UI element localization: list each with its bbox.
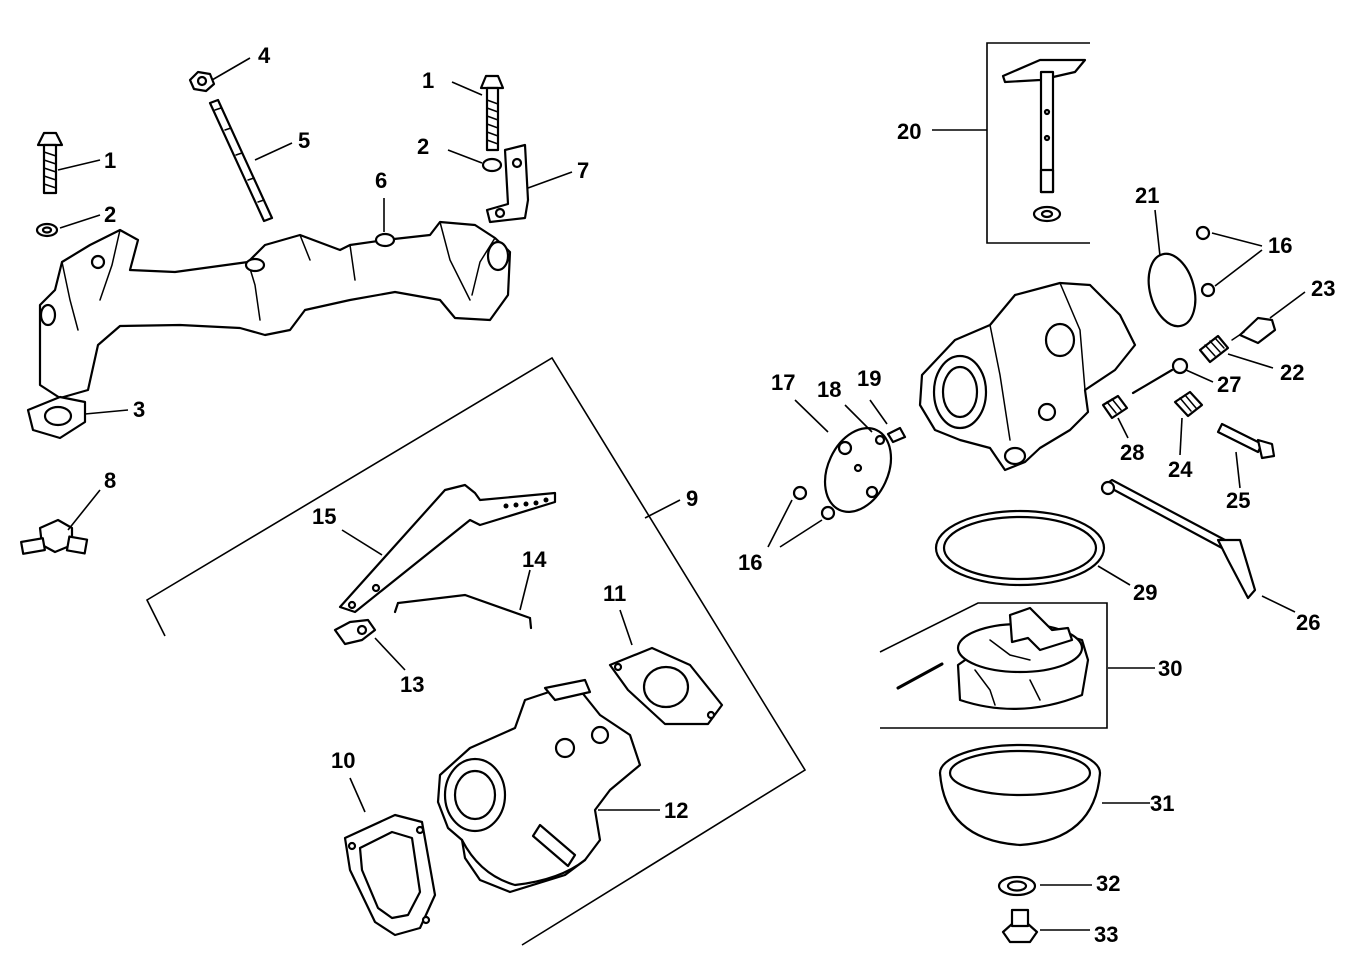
- callout-1-left: 1: [104, 148, 116, 173]
- stud-part-5: [208, 98, 274, 223]
- screw-part-16-upper-b: [1200, 282, 1216, 298]
- gasket-part-3: [26, 395, 87, 440]
- callout-22: 22: [1280, 360, 1304, 385]
- group-frame-20: [986, 42, 1090, 244]
- callout-4: 4: [258, 43, 271, 68]
- callout-20: 20: [897, 119, 921, 144]
- callout-6: 6: [375, 168, 387, 193]
- callout-23: 23: [1311, 276, 1335, 301]
- spring-part-19: [886, 426, 907, 444]
- bolt-part-1-left: [36, 131, 64, 195]
- spring-part-22: [1198, 334, 1230, 364]
- spring-part-24: [1173, 390, 1204, 418]
- elbow-fitting-part-8: [20, 518, 89, 555]
- clip-part-13: [333, 618, 377, 646]
- callout-2-right: 2: [417, 134, 429, 159]
- callout-32: 32: [1096, 871, 1120, 896]
- group-frame-9: [145, 356, 807, 946]
- callout-12: 12: [664, 798, 688, 823]
- intake-manifold: [38, 220, 512, 400]
- gasket-part-17: [823, 427, 893, 513]
- callout-29: 29: [1133, 580, 1157, 605]
- throttle-lever-part-15: [338, 483, 557, 614]
- callout-labels: 1 2 3 4 5 6 1 2 7 8 9 11 12 13 14 15 10 …: [104, 43, 1335, 947]
- callout-7: 7: [577, 158, 589, 183]
- callout-9: 9: [686, 486, 698, 511]
- callout-8: 8: [104, 468, 116, 493]
- bolt-part-1-right: [479, 74, 505, 152]
- callout-15: 15: [312, 504, 336, 529]
- washer-part-32: [997, 875, 1037, 897]
- carburetor-assembly-part-12: [436, 678, 642, 894]
- callout-26: 26: [1296, 610, 1320, 635]
- screw-part-16-lower-b: [820, 505, 836, 521]
- spring-part-28: [1101, 394, 1129, 420]
- callout-3: 3: [133, 397, 145, 422]
- callout-16-upper: 16: [1268, 233, 1292, 258]
- screw-part-25: [1216, 422, 1276, 460]
- callout-5: 5: [298, 128, 310, 153]
- float-part-30: [896, 606, 1090, 710]
- screw-part-16-upper-a: [1195, 225, 1211, 241]
- callout-2-left: 2: [104, 202, 116, 227]
- carburetor-body: [918, 281, 1137, 472]
- callout-16-lower: 16: [738, 550, 762, 575]
- nut-part-4: [188, 70, 216, 93]
- o-ring-part-29: [934, 509, 1106, 587]
- callout-17: 17: [771, 370, 795, 395]
- callout-14: 14: [522, 547, 547, 572]
- callout-33: 33: [1094, 922, 1118, 947]
- callout-13: 13: [400, 672, 424, 697]
- callout-19: 19: [857, 366, 881, 391]
- needle-part-27: [1131, 357, 1189, 395]
- bracket-part-7: [485, 143, 530, 224]
- float-bowl-part-31: [938, 743, 1102, 847]
- screw-part-16-lower-a: [792, 485, 808, 501]
- callout-30: 30: [1158, 656, 1182, 681]
- callout-21: 21: [1135, 183, 1159, 208]
- screw-part-23: [1231, 316, 1277, 345]
- callout-11: 11: [603, 581, 626, 606]
- callout-28: 28: [1120, 440, 1144, 465]
- choke-shaft-part-20: [1001, 58, 1087, 223]
- link-rod-part-14: [393, 593, 533, 630]
- throttle-shaft-part-26: [1100, 478, 1257, 600]
- callout-27: 27: [1217, 372, 1241, 397]
- callout-31: 31: [1150, 791, 1174, 816]
- callout-25: 25: [1226, 488, 1250, 513]
- ball-part-18: [874, 434, 886, 446]
- washer-part-2-right: [481, 157, 503, 173]
- drain-plug-part-33: [1001, 908, 1039, 944]
- leader-lines: [57, 57, 1306, 931]
- choke-plate-part-21: [1147, 252, 1197, 328]
- washer-part-2-left: [35, 222, 59, 238]
- gasket-part-10: [343, 813, 437, 937]
- callout-18: 18: [817, 377, 841, 402]
- gasket-part-11: [608, 646, 724, 726]
- callout-1-right: 1: [422, 68, 434, 93]
- callout-24: 24: [1168, 457, 1193, 482]
- group-frame-30: [879, 602, 1108, 729]
- callout-10: 10: [331, 748, 355, 773]
